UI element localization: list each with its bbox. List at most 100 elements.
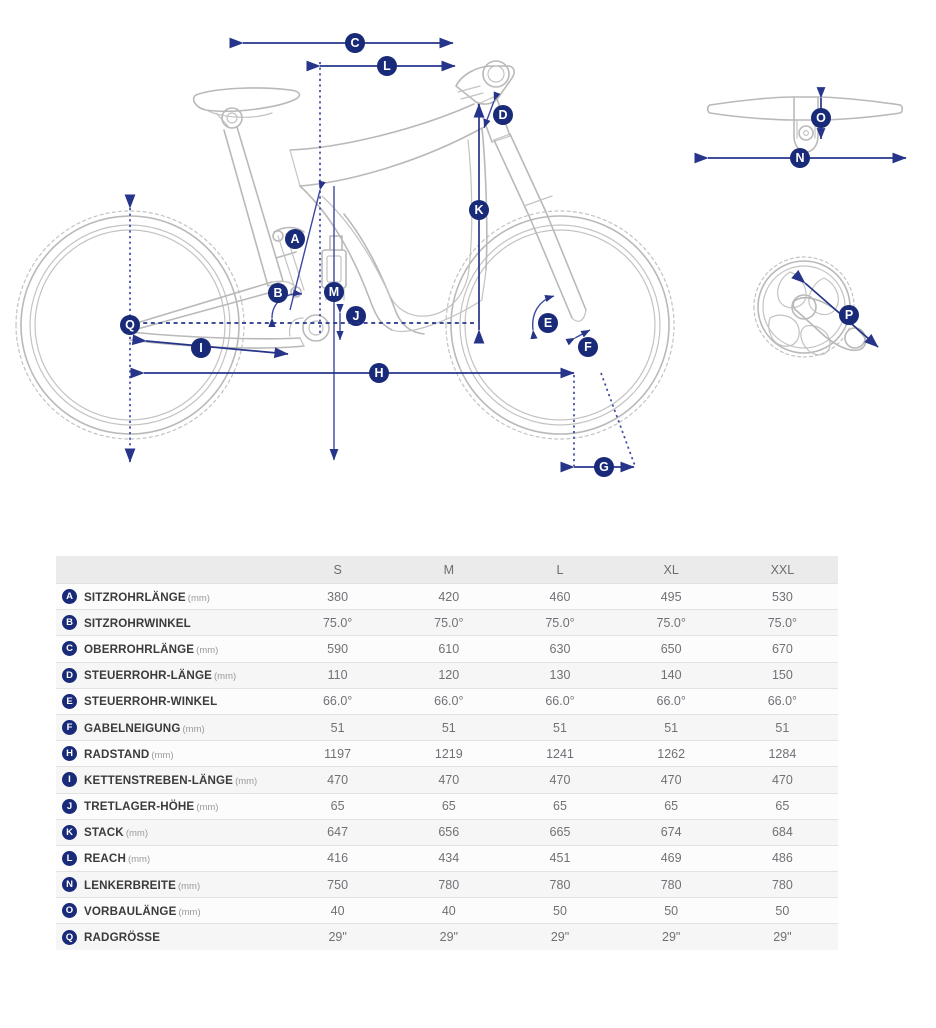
marker-Q: Q <box>120 315 140 335</box>
row-value-cell: 780 <box>726 871 838 898</box>
row-value-cell: 470 <box>504 766 616 793</box>
row-badge: L <box>62 850 77 866</box>
svg-text:I: I <box>199 341 202 355</box>
row-value-cell: 29" <box>504 923 616 951</box>
row-value-cell: 75.0° <box>282 609 394 636</box>
header-size-l: L <box>504 556 616 584</box>
row-label: REACH(mm) <box>84 851 150 865</box>
svg-text:J: J <box>353 309 360 323</box>
row-value-cell: 66.0° <box>615 687 727 715</box>
row-value-cell: 29" <box>726 923 838 951</box>
row-value-cell: 670 <box>726 635 838 663</box>
row-value-cell: 665 <box>504 818 616 846</box>
header-size-m: M <box>393 556 505 584</box>
marker-G: G <box>594 457 614 477</box>
row-value-cell: 120 <box>393 661 505 689</box>
row-value-cell: 51 <box>615 713 727 741</box>
crankset-graphic: P <box>753 256 879 358</box>
row-value-cell: 29" <box>393 923 505 951</box>
row-label-text: GABELNEIGUNG <box>84 721 181 735</box>
row-value-cell: 647 <box>282 818 394 846</box>
row-value-cell: 1197 <box>282 740 394 767</box>
row-badge: D <box>62 667 77 683</box>
row-value-cell: 420 <box>393 582 505 610</box>
row-label-text: SITZROHRLÄNGE <box>84 590 186 604</box>
svg-text:D: D <box>498 108 507 122</box>
marker-I: I <box>191 338 211 358</box>
row-value-cell: 75.0° <box>393 609 505 636</box>
row-label: STEUERROHR-WINKEL <box>84 694 219 708</box>
row-label: KETTENSTREBEN-LÄNGE(mm) <box>84 773 257 787</box>
row-badge: I <box>62 772 77 788</box>
row-label-cell: L REACH(mm) <box>56 844 283 872</box>
table-header-row: S M L XL XXL <box>56 556 838 584</box>
row-value-cell: 684 <box>726 818 838 846</box>
marker-H: H <box>369 363 389 383</box>
bike-outline <box>15 60 675 440</box>
row-label-text: STEUERROHR-LÄNGE <box>84 669 213 683</box>
svg-text:O: O <box>816 111 826 125</box>
row-value-cell: 40 <box>393 897 505 924</box>
row-label: VORBAULÄNGE(mm) <box>84 904 201 918</box>
row-value-cell: 1284 <box>726 740 838 767</box>
marker-K: K <box>469 200 489 220</box>
row-value-cell: 51 <box>393 713 505 741</box>
row-value-cell: 50 <box>615 897 727 924</box>
row-value-cell: 75.0° <box>504 609 616 636</box>
row-value-cell: 29" <box>615 923 727 951</box>
row-label-text: RADSTAND <box>84 747 150 761</box>
frame-graphic <box>289 103 488 335</box>
row-badge: F <box>62 720 77 736</box>
row-value-cell: 380 <box>282 582 394 610</box>
marker-L: L <box>377 56 397 76</box>
bike-geometry-diagram: C L D K A <box>15 33 907 477</box>
marker-E: E <box>538 313 558 333</box>
row-value-cell: 451 <box>504 844 616 872</box>
svg-text:N: N <box>795 151 804 165</box>
row-badge: H <box>62 746 77 762</box>
handlebar-top-view-graphic: O N <box>694 87 907 168</box>
row-unit-text: (mm) <box>177 880 201 892</box>
row-label: SITZROHRWINKEL <box>84 616 193 630</box>
marker-F: F <box>578 337 598 357</box>
row-value-cell: 650 <box>615 635 727 663</box>
row-value-cell: 470 <box>282 766 394 793</box>
header-size-s: S <box>282 556 394 584</box>
row-badge: C <box>62 641 77 657</box>
row-label-cell: O VORBAULÄNGE(mm) <box>56 897 283 924</box>
row-badge: B <box>62 615 77 631</box>
row-value-cell: 29" <box>282 923 394 951</box>
row-badge: K <box>62 824 77 840</box>
row-label: SITZROHRLÄNGE(mm) <box>84 590 210 604</box>
row-value-cell: 469 <box>615 844 727 872</box>
svg-text:C: C <box>350 36 359 50</box>
marker-P: P <box>839 305 859 325</box>
svg-text:P: P <box>845 308 853 322</box>
row-value-cell: 40 <box>282 897 394 924</box>
svg-text:A: A <box>290 232 299 246</box>
row-unit-text: (mm) <box>178 906 201 918</box>
row-value-cell: 140 <box>615 661 727 689</box>
row-label-text: VORBAULÄNGE <box>84 904 177 918</box>
row-value-cell: 674 <box>615 818 727 846</box>
marker-N: N <box>790 148 810 168</box>
row-value-cell: 610 <box>393 635 505 663</box>
row-label-cell: I KETTENSTREBEN-LÄNGE(mm) <box>56 766 283 793</box>
row-badge: O <box>62 903 77 919</box>
svg-text:G: G <box>599 460 609 474</box>
